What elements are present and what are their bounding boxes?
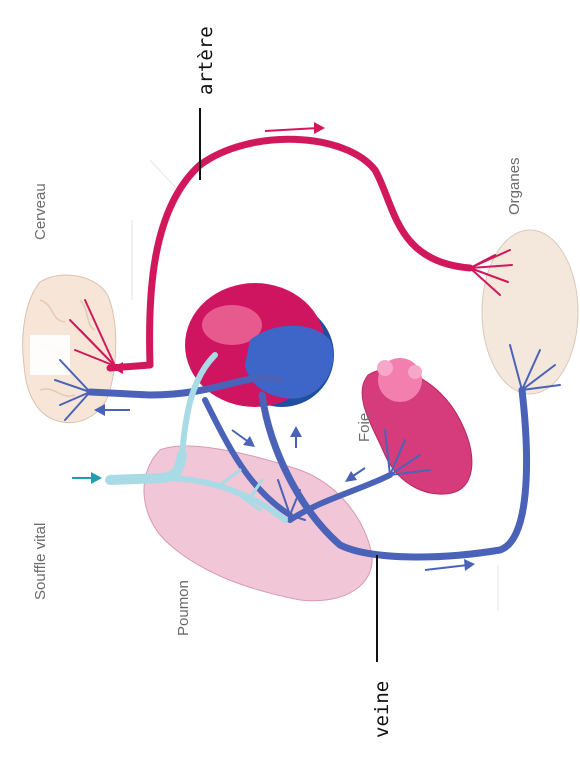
arrow-vein-lung-up bbox=[290, 426, 302, 448]
label-cerveau: Cerveau bbox=[32, 183, 49, 240]
label-veine: veine bbox=[371, 681, 393, 738]
label-artere: artère bbox=[195, 26, 217, 95]
brain-highlight bbox=[30, 335, 70, 375]
label-foie: Foie bbox=[356, 413, 373, 442]
arrow-artery-top bbox=[265, 122, 325, 134]
label-organes: Organes bbox=[506, 157, 523, 215]
label-souffle-vital: Souffle vital bbox=[32, 523, 49, 600]
arrow-air-in bbox=[72, 472, 102, 484]
arrow-vein-liver bbox=[345, 468, 365, 482]
arrow-vein-heart bbox=[232, 430, 255, 447]
arrow-vein-bottom bbox=[425, 559, 475, 571]
label-poumon: Poumon bbox=[175, 580, 192, 636]
organs-shape bbox=[482, 230, 578, 394]
